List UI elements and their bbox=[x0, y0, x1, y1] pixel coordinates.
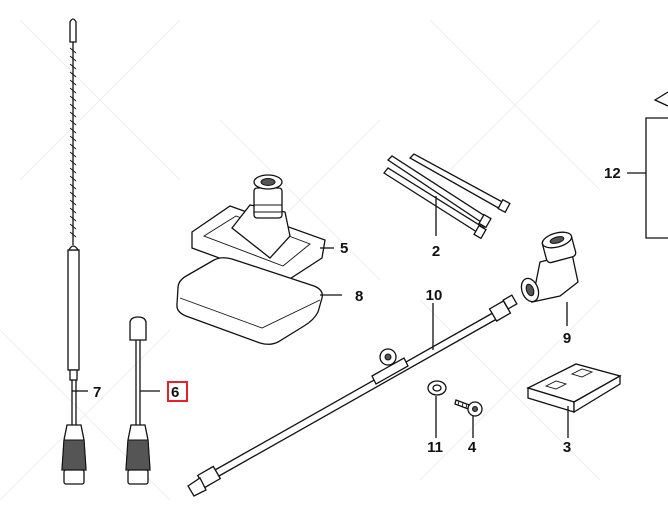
part-6-short-antenna[interactable] bbox=[125, 316, 151, 485]
label-part-11: 11 bbox=[427, 439, 443, 456]
part-11-washer[interactable] bbox=[427, 380, 447, 396]
part-2-cable-ties[interactable] bbox=[383, 153, 511, 240]
label-part-12: 12 bbox=[604, 165, 621, 182]
label-part-8: 8 bbox=[355, 288, 363, 305]
part-4-screw[interactable] bbox=[454, 399, 483, 417]
part-10-antenna-cable[interactable] bbox=[187, 294, 518, 497]
label-part-5: 5 bbox=[340, 240, 348, 257]
part-12-set-bracket[interactable] bbox=[645, 91, 668, 239]
label-part-3: 3 bbox=[563, 439, 571, 456]
leader-lines bbox=[72, 172, 646, 438]
label-part-4: 4 bbox=[468, 439, 477, 456]
part-8-gasket-pad[interactable] bbox=[176, 257, 323, 345]
watermark-pattern bbox=[0, 19, 601, 501]
label-part-7: 7 bbox=[93, 384, 101, 401]
label-part-2: 2 bbox=[432, 243, 440, 260]
label-part-10: 10 bbox=[426, 287, 443, 304]
part-3-clip[interactable] bbox=[526, 363, 622, 414]
part-5-rubber-boot[interactable] bbox=[191, 174, 326, 283]
part-7-antenna-mast[interactable] bbox=[61, 18, 87, 485]
highlight-box-part-6[interactable] bbox=[167, 381, 188, 402]
label-part-9: 9 bbox=[563, 330, 571, 347]
label-part-6: 6 bbox=[171, 384, 179, 401]
part-9-angle-adapter[interactable] bbox=[518, 229, 579, 304]
